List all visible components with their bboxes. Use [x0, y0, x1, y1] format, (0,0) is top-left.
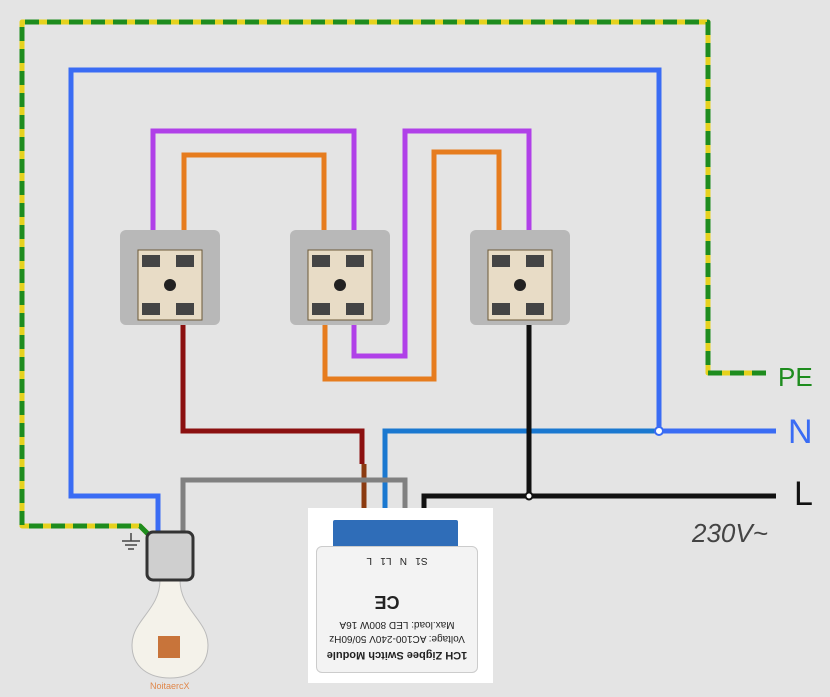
live-label: L	[794, 475, 813, 513]
module-title: 1CH Zigbee Switch Module	[326, 649, 468, 661]
neutral-junction	[654, 426, 664, 436]
module-terminal-block	[333, 520, 458, 550]
switch-2	[290, 230, 390, 325]
module-terminal-labels: S1 N L1 L	[366, 555, 428, 566]
traveller-orange-1	[181, 152, 327, 265]
traveller-purple-1	[150, 128, 357, 265]
module-voltage: Voltage: AC100-240V 50/60Hz	[329, 633, 465, 644]
switch-1	[120, 230, 220, 325]
lamp	[131, 530, 209, 679]
switch-3	[470, 230, 570, 325]
traveller-purple-2	[351, 128, 532, 359]
ground-icon	[122, 533, 140, 550]
module-body: S1 N L1 L Max.load: LED 800W 16A Voltage…	[316, 546, 478, 673]
neutral-module-wire	[382, 428, 659, 536]
module-max-load: Max.load: LED 800W 16A	[339, 619, 455, 630]
switched-wire	[180, 305, 365, 464]
lamp-watermark: NoitaercX	[150, 681, 190, 691]
traveller-orange-2	[322, 149, 502, 382]
pe-label: PE	[778, 362, 813, 392]
zigbee-switch-module: S1 N L1 L Max.load: LED 800W 16A Voltage…	[308, 508, 493, 683]
pe-wire	[19, 19, 766, 538]
neutral-label: N	[788, 413, 813, 451]
voltage-label: 230V~	[692, 518, 768, 548]
live-junction	[524, 491, 534, 501]
ce-mark: CE	[374, 592, 400, 612]
